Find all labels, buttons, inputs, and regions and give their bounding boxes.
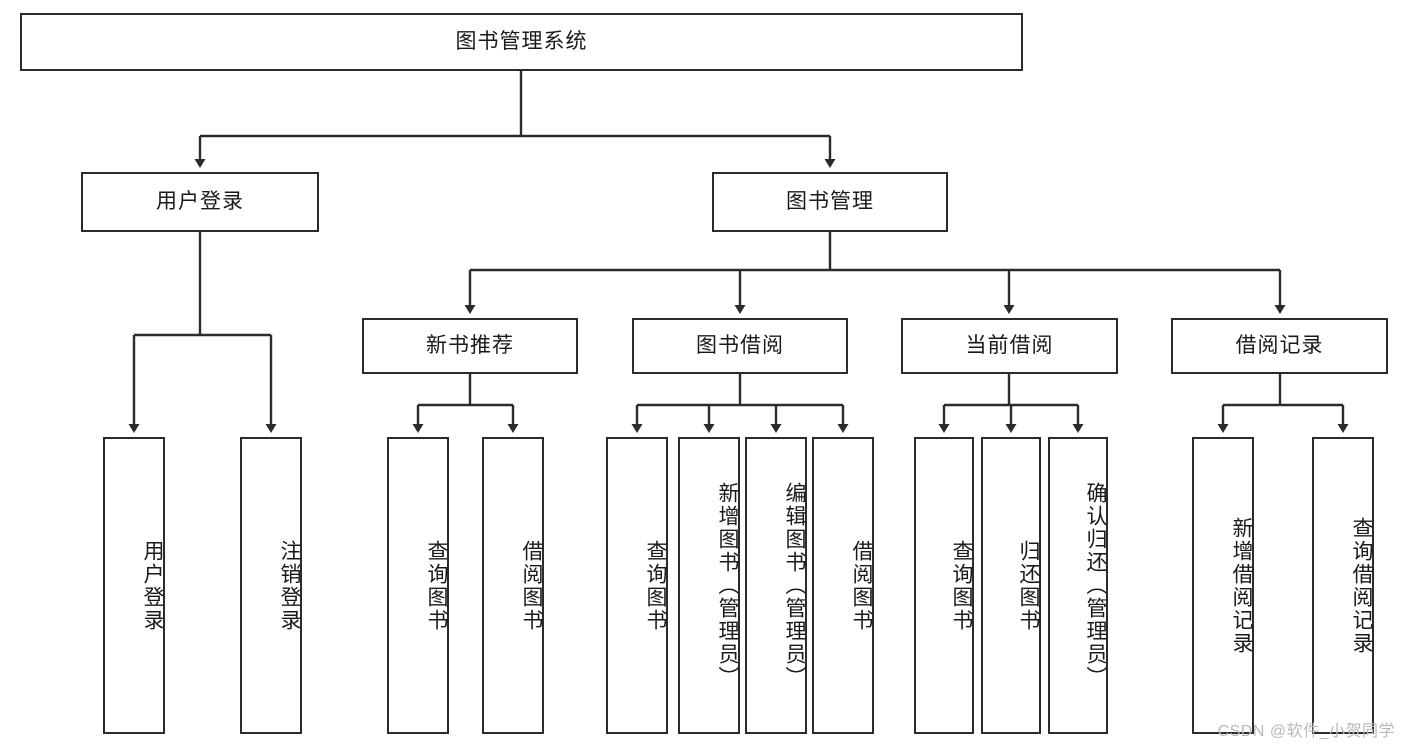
node-book-borrow[interactable]: 图书借阅 <box>632 318 848 374</box>
leaf-edit-book-admin[interactable]: 编辑图书（管理员） <box>745 437 807 734</box>
node-new-book-recommend-label: 新书推荐 <box>426 334 514 358</box>
leaf-query-book-borrow[interactable]: 查询图书 <box>606 437 668 734</box>
leaf-query-borrow-record[interactable]: 查询借阅记录 <box>1312 437 1374 734</box>
node-user-login[interactable]: 用户登录 <box>81 172 319 232</box>
leaf-query-book-current[interactable]: 查询图书 <box>914 437 974 734</box>
leaf-label: 借阅图书 <box>520 539 543 632</box>
node-user-login-label: 用户登录 <box>156 190 244 214</box>
node-current-borrow[interactable]: 当前借阅 <box>901 318 1118 374</box>
leaf-query-book-recommend[interactable]: 查询图书 <box>387 437 449 734</box>
leaf-label: 新增图书（管理员） <box>716 482 739 689</box>
node-borrow-record-label: 借阅记录 <box>1235 334 1324 358</box>
node-root[interactable]: 图书管理系统 <box>20 13 1023 71</box>
watermark: CSDN @软件_小贺同学 <box>1217 723 1395 740</box>
leaf-user-login[interactable]: 用户登录 <box>103 437 165 734</box>
leaf-add-borrow-record[interactable]: 新增借阅记录 <box>1192 437 1254 734</box>
leaf-label: 查询图书 <box>644 539 667 632</box>
leaf-borrow-book[interactable]: 借阅图书 <box>812 437 874 734</box>
leaf-label: 查询图书 <box>425 539 448 632</box>
leaf-label: 注销登录 <box>278 539 301 632</box>
leaf-label: 查询图书 <box>950 539 973 632</box>
leaf-label: 编辑图书（管理员） <box>783 482 806 689</box>
leaf-label: 用户登录 <box>141 539 164 632</box>
node-book-borrow-label: 图书借阅 <box>696 334 784 358</box>
leaf-borrow-book-recommend[interactable]: 借阅图书 <box>482 437 544 734</box>
leaf-user-logout[interactable]: 注销登录 <box>240 437 302 734</box>
leaf-label: 新增借阅记录 <box>1230 516 1253 655</box>
leaf-label: 查询借阅记录 <box>1350 516 1373 655</box>
node-borrow-record[interactable]: 借阅记录 <box>1171 318 1388 374</box>
node-new-book-recommend[interactable]: 新书推荐 <box>362 318 578 374</box>
node-book-management[interactable]: 图书管理 <box>712 172 948 232</box>
leaf-add-book-admin[interactable]: 新增图书（管理员） <box>678 437 740 734</box>
node-book-management-label: 图书管理 <box>786 190 874 214</box>
leaf-return-book[interactable]: 归还图书 <box>981 437 1041 734</box>
leaf-label: 确认归还（管理员） <box>1084 482 1107 689</box>
leaf-label: 归还图书 <box>1017 539 1040 632</box>
node-root-label: 图书管理系统 <box>455 30 588 54</box>
leaf-label: 借阅图书 <box>850 539 873 632</box>
node-current-borrow-label: 当前借阅 <box>965 334 1054 358</box>
leaf-confirm-return-admin[interactable]: 确认归还（管理员） <box>1048 437 1108 734</box>
